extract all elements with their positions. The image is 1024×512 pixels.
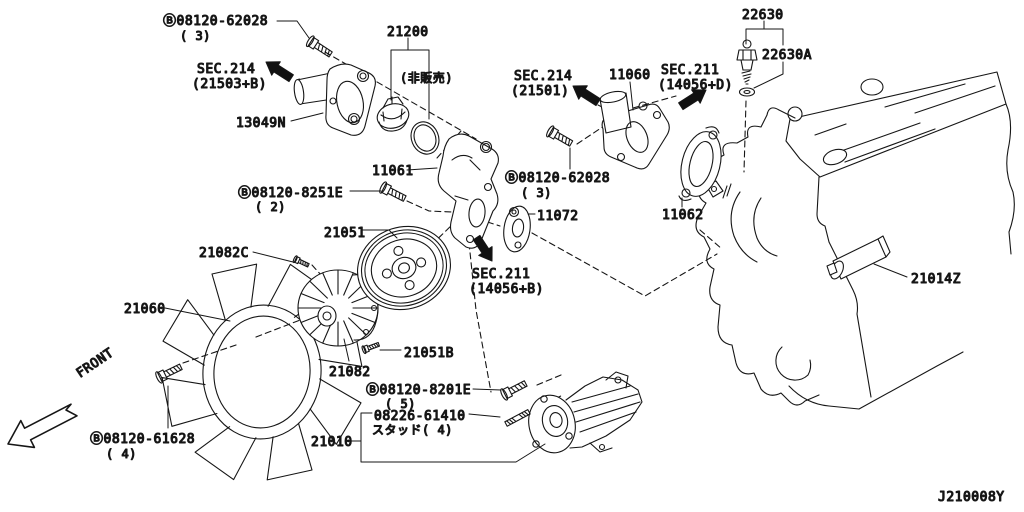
sec211-14056d-arrow-icon <box>678 89 707 111</box>
bolt-08120-8251e <box>377 180 409 205</box>
pump-cover-drawing <box>438 134 498 248</box>
label-08120-8201e-qty: ( 5) <box>385 397 416 411</box>
stud-08226-61410 <box>504 409 531 427</box>
label-22630: 22630 <box>742 8 784 23</box>
thermostat-drawing <box>374 97 411 132</box>
fan-drawing <box>162 264 362 480</box>
bolt-08120-62028-mid <box>544 124 575 150</box>
front-arrow-icon <box>7 403 78 449</box>
label-21051b: 21051B <box>404 346 454 361</box>
front-arrow <box>7 403 78 449</box>
o-ring-drawing <box>406 118 443 159</box>
label-08120-62028-top-qty: ( 3) <box>180 29 211 43</box>
bolt-08120-8201e <box>498 377 530 402</box>
label-sec214-21503-ref: (21503+B) <box>192 77 267 92</box>
label-21051: 21051 <box>324 226 366 241</box>
label-sec211-14056b-ref: (14056+B) <box>469 282 544 297</box>
fan-clutch-drawing <box>298 270 378 346</box>
water-outlet-drawing <box>599 89 669 168</box>
label-21200: 21200 <box>387 25 429 40</box>
water-pump-drawing <box>523 372 642 457</box>
sec214-21503-arrow-icon <box>265 61 294 83</box>
leader-lines <box>165 21 907 462</box>
label-21060: 21060 <box>124 302 166 317</box>
section-arrows <box>265 61 707 262</box>
drawing-code: J210008Y <box>938 490 1005 505</box>
label-sec211-14056b: SEC.211 <box>472 267 530 282</box>
label-22630a: 22630A <box>762 48 812 63</box>
pulley-drawing <box>347 214 462 321</box>
thermostat-housing-drawing <box>293 64 376 135</box>
label-21082c: 21082C <box>199 246 249 261</box>
label-08120-8251e: Ⓑ08120-8251E <box>238 186 343 201</box>
label-08120-62028-mid-qty: ( 3) <box>521 186 552 200</box>
temp-sensor-drawing <box>737 40 757 96</box>
label-11062: 11062 <box>662 208 704 223</box>
label-sec211-14056d-ref: (14056+D) <box>658 78 733 93</box>
label-08226-61410-note: スタッド( 4) <box>372 423 453 437</box>
label-08120-8201e: Ⓑ08120-8201E <box>366 383 471 398</box>
label-08120-8251e-qty: ( 2) <box>255 200 286 214</box>
label-13049n: 13049N <box>236 116 286 131</box>
label-11060: 11060 <box>609 68 651 83</box>
label-front: FRONT <box>74 346 117 382</box>
label-08120-61628: Ⓑ08120-61628 <box>90 432 195 447</box>
label-sec214-21501: SEC.214 <box>514 69 572 84</box>
gasket-11062-drawing <box>675 127 728 201</box>
label-sec211-14056d: SEC.211 <box>661 63 719 78</box>
label-08120-61628-qty: ( 4) <box>106 447 137 461</box>
label-21010: 21010 <box>311 435 353 450</box>
tube-21014z-drawing <box>827 236 890 281</box>
label-11061: 11061 <box>372 164 414 179</box>
label-21200-note: (非販売) <box>400 70 453 85</box>
label-sec214-21503: SEC.214 <box>197 62 255 77</box>
sec211-14056b-arrow-icon <box>472 234 493 262</box>
label-08226-61410: 08226-61410 <box>374 409 466 424</box>
label-21082: 21082 <box>329 365 371 380</box>
label-08120-62028-mid: Ⓑ08120-62028 <box>505 171 610 186</box>
label-sec214-21501-ref: (21501) <box>511 84 569 99</box>
bolt-21082c <box>292 254 311 270</box>
bolt-21051b <box>360 340 381 355</box>
label-11072: 11072 <box>537 209 579 224</box>
bolt-08120-62028-top <box>304 34 335 61</box>
gasket-11072-drawing <box>501 204 533 253</box>
label-08120-62028-top: Ⓑ08120-62028 <box>163 14 268 29</box>
engine-block-drawing <box>696 72 1014 409</box>
label-21014z: 21014Z <box>911 272 961 287</box>
sec214-21501-arrow-icon <box>572 85 601 107</box>
